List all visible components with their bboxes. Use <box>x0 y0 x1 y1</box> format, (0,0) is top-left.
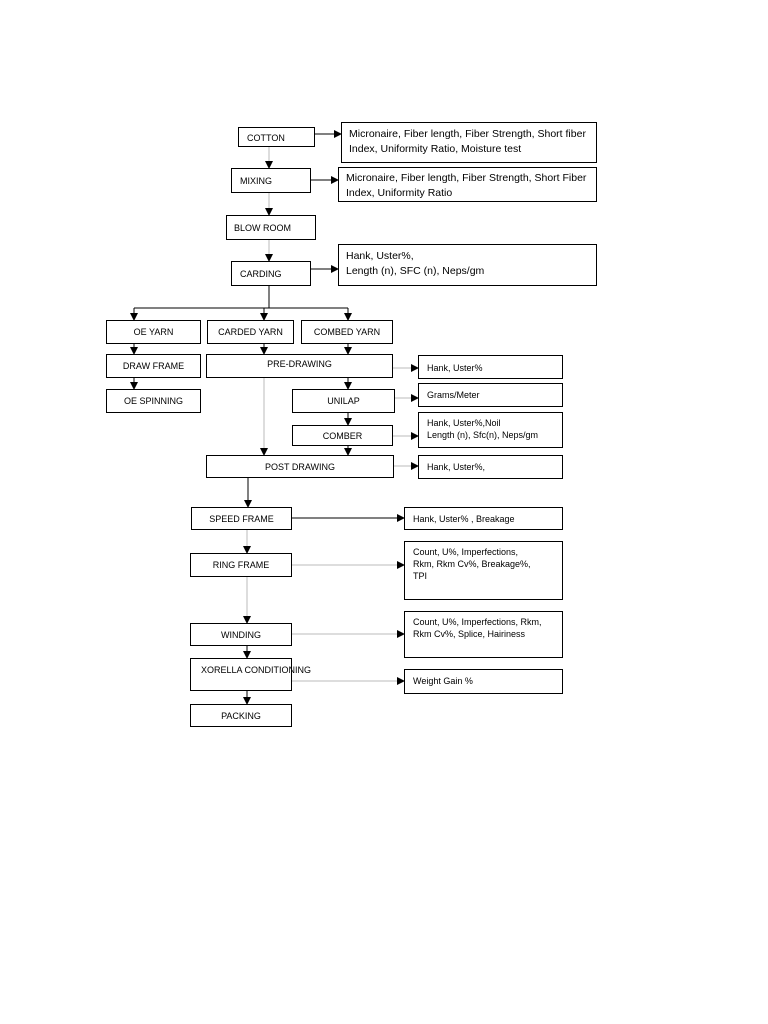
step-label: RING FRAME <box>212 560 270 570</box>
test-line: Rkm, Rkm Cv%, Breakage%, <box>413 559 531 569</box>
test-line: Hank, Uster%,Noil <box>427 418 501 428</box>
step-speed-frame: SPEED FRAME <box>191 507 292 530</box>
test-line: Index, Uniformity Ratio <box>346 186 453 199</box>
test-line: Grams/Meter <box>427 390 480 400</box>
test-line: Hank, Uster%, <box>346 250 414 262</box>
tests-post-drawing: Hank, Uster%, <box>418 455 563 479</box>
test-line: Count, U%, Imperfections, Rkm, <box>413 617 542 627</box>
test-line: Rkm Cv%, Splice, Hairiness <box>413 629 526 639</box>
tests-xorella-conditioning: Weight Gain % <box>404 669 563 694</box>
step-carding: CARDING <box>231 261 311 286</box>
test-line: Hank, Uster% , Breakage <box>413 514 515 524</box>
step-label: POST DRAWING <box>264 462 335 472</box>
step-unilap: UNILAP <box>292 389 395 413</box>
step-post-drawing: POST DRAWING <box>206 455 394 478</box>
test-line: Count, U%, Imperfections, <box>413 547 519 557</box>
step-label: COMBED YARN <box>313 327 381 337</box>
tests-speed-frame: Hank, Uster% , Breakage <box>404 507 563 530</box>
test-line: Length (n), SFC (n), Neps/gm <box>346 264 485 277</box>
tests-cotton: Micronaire, Fiber length, Fiber Strength… <box>341 122 597 163</box>
step-label: DRAW FRAME <box>122 361 185 371</box>
step-pre-drawing: PRE-DRAWING <box>206 354 393 378</box>
step-label: PACKING <box>221 710 261 721</box>
tests-carding: Hank, Uster%, Length (n), SFC (n), Neps/… <box>338 244 597 286</box>
step-mixing: MIXING <box>231 168 311 193</box>
test-line: Length (n), Sfc(n), Neps/gm <box>427 430 539 440</box>
step-label: CARDED YARN <box>218 327 283 337</box>
step-label: PRE-DRAWING <box>267 359 332 369</box>
step-label: MIXING <box>240 176 273 186</box>
tests-winding: Count, U%, Imperfections, Rkm, Rkm Cv%, … <box>404 611 563 658</box>
test-line: Hank, Uster%, <box>427 462 486 472</box>
tests-mixing: Micronaire, Fiber length, Fiber Strength… <box>338 167 597 202</box>
test-line: Weight Gain % <box>413 676 473 686</box>
step-label: COTTON <box>247 133 285 143</box>
step-label: OE YARN <box>133 327 174 337</box>
test-line: Index, Uniformity Ratio, Moisture test <box>349 142 522 155</box>
step-combed-yarn: COMBED YARN <box>301 320 393 344</box>
step-label: COMBER <box>322 430 363 441</box>
step-blow-room: BLOW ROOM <box>226 215 316 240</box>
step-carded-yarn: CARDED YARN <box>207 320 294 344</box>
test-line: Hank, Uster% <box>427 363 483 373</box>
step-comber: COMBER <box>292 425 393 446</box>
step-oe-spinning: OE SPINNING <box>106 389 201 413</box>
test-line: TPI <box>413 571 428 581</box>
tests-comber: Hank, Uster%,Noil Length (n), Sfc(n), Ne… <box>418 412 563 448</box>
step-draw-frame: DRAW FRAME <box>106 354 201 378</box>
test-line: Micronaire, Fiber length, Fiber Strength… <box>349 128 586 140</box>
step-xorella-conditioning: XORELLA CONDITIONING <box>190 658 312 691</box>
step-label: BLOW ROOM <box>234 223 292 233</box>
step-label: XORELLA CONDITIONING <box>201 665 312 675</box>
test-line: Micronaire, Fiber length, Fiber Strength… <box>346 172 587 184</box>
step-oe-yarn: OE YARN <box>106 320 201 344</box>
step-winding: WINDING <box>190 623 292 646</box>
step-label: OE SPINNING <box>123 396 183 406</box>
step-label: UNILAP <box>327 396 360 406</box>
step-label: WINDING <box>221 629 261 640</box>
step-packing: PACKING <box>190 704 292 727</box>
tests-ring-frame: Count, U%, Imperfections, Rkm, Rkm Cv%, … <box>404 541 563 600</box>
tests-pre-drawing: Hank, Uster% <box>418 355 563 379</box>
step-cotton: COTTON <box>238 127 315 147</box>
step-label: SPEED FRAME <box>209 513 274 524</box>
step-ring-frame: RING FRAME <box>190 553 292 577</box>
step-label: CARDING <box>240 269 282 279</box>
tests-unilap: Grams/Meter <box>418 383 563 407</box>
